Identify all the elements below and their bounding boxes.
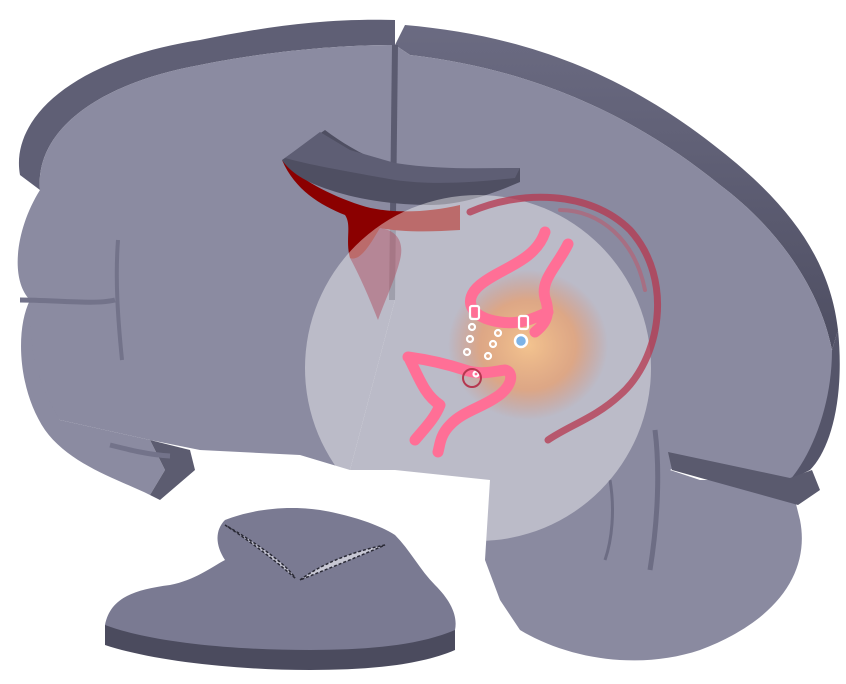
ventricle <box>282 130 520 259</box>
electrode-contact <box>483 351 493 361</box>
electrode-contact <box>472 370 480 378</box>
electrode-contact <box>493 328 503 338</box>
sulcus <box>114 239 124 361</box>
vessel-lower <box>402 351 517 458</box>
electrode-target-ring <box>462 368 482 388</box>
hotspot <box>448 270 608 420</box>
right-slab-rim <box>395 25 838 350</box>
vessel-arc <box>466 193 661 444</box>
sulcus <box>647 429 661 571</box>
blood-vessels <box>402 226 574 458</box>
plug-cut-left <box>224 524 296 579</box>
right-lower-lobe-side <box>668 452 820 505</box>
left-slab-rim <box>18 19 396 190</box>
sulcus <box>603 479 614 561</box>
electrode-shank-right <box>517 314 530 331</box>
electrode-contact-active <box>513 333 529 349</box>
electrode-shank-left <box>468 304 481 321</box>
electrode-contact <box>462 347 472 357</box>
electrode-contact <box>465 334 475 344</box>
vessel-upper-left <box>465 226 554 329</box>
ventricle-ghost <box>350 228 402 320</box>
sulcus <box>19 297 116 305</box>
sulcus <box>109 442 171 459</box>
plug-cut-right <box>299 544 386 581</box>
left-lower-lobe <box>21 300 166 495</box>
electrode-array <box>462 304 530 388</box>
plug-face <box>105 508 456 650</box>
vessel-upper-right <box>529 238 574 338</box>
electrode-contact <box>488 339 498 349</box>
ventricle-cavity <box>282 160 460 259</box>
vessel-lower-branch <box>404 354 446 446</box>
ventricle-cap-top <box>285 132 520 183</box>
electrode-contact <box>467 322 477 332</box>
vessel-arc-inner <box>558 208 647 292</box>
tissue-plug <box>105 508 456 670</box>
